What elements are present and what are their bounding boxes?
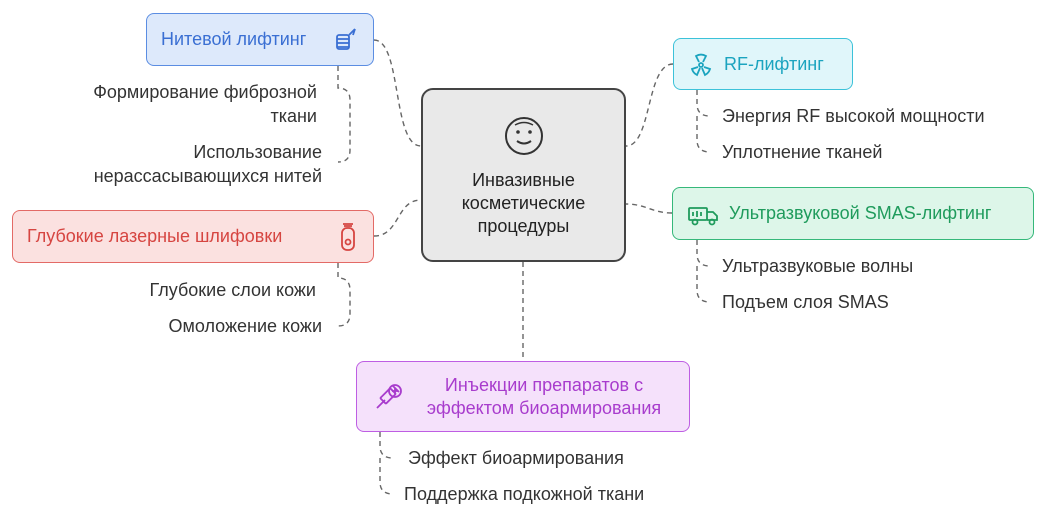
laser-device-icon <box>337 222 359 252</box>
center-node: Инвазивные косметические процедуры <box>421 88 626 262</box>
leaf-rf-1: Энергия RF высокой мощности <box>722 106 985 126</box>
node-rf-lifting: RF-лифтинг <box>673 38 853 90</box>
node-label: Инъекции препаратов с эффектом биоармиро… <box>426 374 662 418</box>
connector-thread <box>373 39 422 147</box>
leaf-thread-2: Использование нерассасывающихся нитей <box>93 142 322 186</box>
center-title: Инвазивные косметические процедуры <box>461 169 586 236</box>
connector-rf-leaves <box>696 90 711 153</box>
connector-injection-leaves <box>379 432 394 495</box>
node-laser-resurfacing: Глубокие лазерные шлифовки <box>12 210 374 263</box>
connector-smas <box>625 203 673 214</box>
connector-thread-leaves <box>337 66 351 163</box>
node-smas-lifting: Ультразвуковой SMAS-лифтинг <box>672 187 1034 240</box>
leaf-laser-2: Омоложение кожи <box>168 316 322 336</box>
connector-smas-leaves <box>696 240 711 303</box>
leaf-rf-2: Уплотнение тканей <box>722 142 883 162</box>
radiation-icon <box>688 51 714 77</box>
node-label: Ультразвуковой SMAS-лифтинг <box>729 203 992 223</box>
leaf-injection-1: Эффект биоармирования <box>408 448 624 468</box>
leaf-laser-1: Глубокие слои кожи <box>149 280 316 300</box>
leaf-thread-1: Формирование фиброзной ткани <box>93 82 317 126</box>
node-bioreinforcement-injections: Инъекции препаратов с эффектом биоармиро… <box>356 361 690 432</box>
leaf-smas-1: Ультразвуковые волны <box>722 256 914 276</box>
connector-rf <box>625 63 674 147</box>
leaf-smas-2: Подъем слоя SMAS <box>722 292 889 312</box>
thread-spool-icon <box>333 27 359 53</box>
leaf-injection-2: Поддержка подкожной ткани <box>404 484 645 504</box>
ultrasound-truck-icon <box>687 202 719 226</box>
face-icon <box>501 113 547 163</box>
node-label: Глубокие лазерные шлифовки <box>27 226 283 246</box>
node-label: Нитевой лифтинг <box>161 29 307 49</box>
node-label: RF-лифтинг <box>724 53 824 74</box>
connector-laser <box>373 199 422 237</box>
syringe-icon <box>371 380 405 414</box>
node-thread-lifting: Нитевой лифтинг <box>146 13 374 66</box>
connector-laser-leaves <box>337 263 351 327</box>
